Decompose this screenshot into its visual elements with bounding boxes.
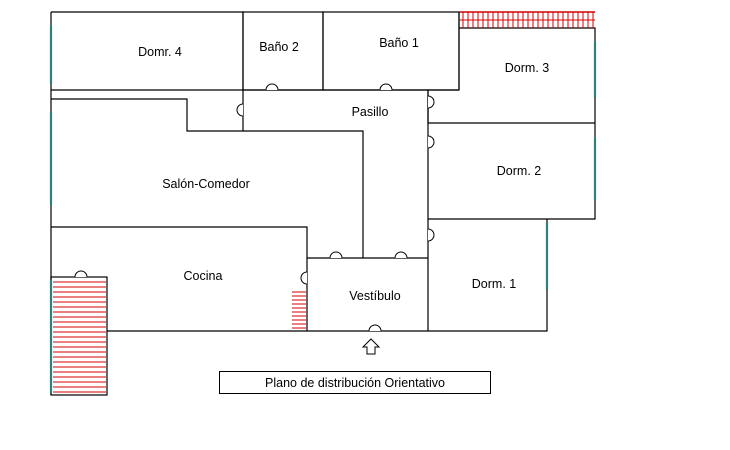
room-label-bano-1: Baño 1: [379, 36, 419, 50]
door-vestibulo-left: [329, 251, 343, 259]
staircase: [53, 281, 106, 393]
windows: [49, 26, 597, 393]
room-label-dormitorio-4: Domr. 4: [138, 45, 182, 59]
room-label-dormitorio-3: Dorm. 3: [505, 61, 550, 75]
door-cocina: [300, 271, 308, 285]
door-entrance: [368, 324, 382, 332]
room-label-salon-comedor: Salón-Comedor: [162, 177, 250, 191]
door-dorm3: [427, 95, 435, 109]
door-dorm1: [427, 228, 435, 242]
room-label-dormitorio-2: Dorm. 2: [497, 164, 542, 178]
room-label-vestibulo: Vestíbulo: [349, 289, 400, 303]
room-label-pasillo: Pasillo: [352, 105, 389, 119]
room-label-cocina: Cocina: [184, 269, 223, 283]
terrace-railing: [459, 11, 595, 28]
door-dorm2: [427, 135, 435, 149]
doors: [74, 83, 435, 332]
room-label-bano-2: Baño 2: [259, 40, 299, 54]
door-stairs: [74, 270, 88, 278]
room-label-dormitorio-1: Dorm. 1: [472, 277, 517, 291]
door-vestibulo-right: [394, 251, 408, 259]
door-bano1: [379, 83, 393, 91]
door-bano2: [265, 83, 279, 91]
plan-caption: Plano de distribución Orientativo: [219, 371, 491, 394]
door-dorm4: [236, 103, 244, 117]
entrance-arrow-icon: [361, 338, 381, 355]
kitchen-stair: [292, 291, 306, 329]
